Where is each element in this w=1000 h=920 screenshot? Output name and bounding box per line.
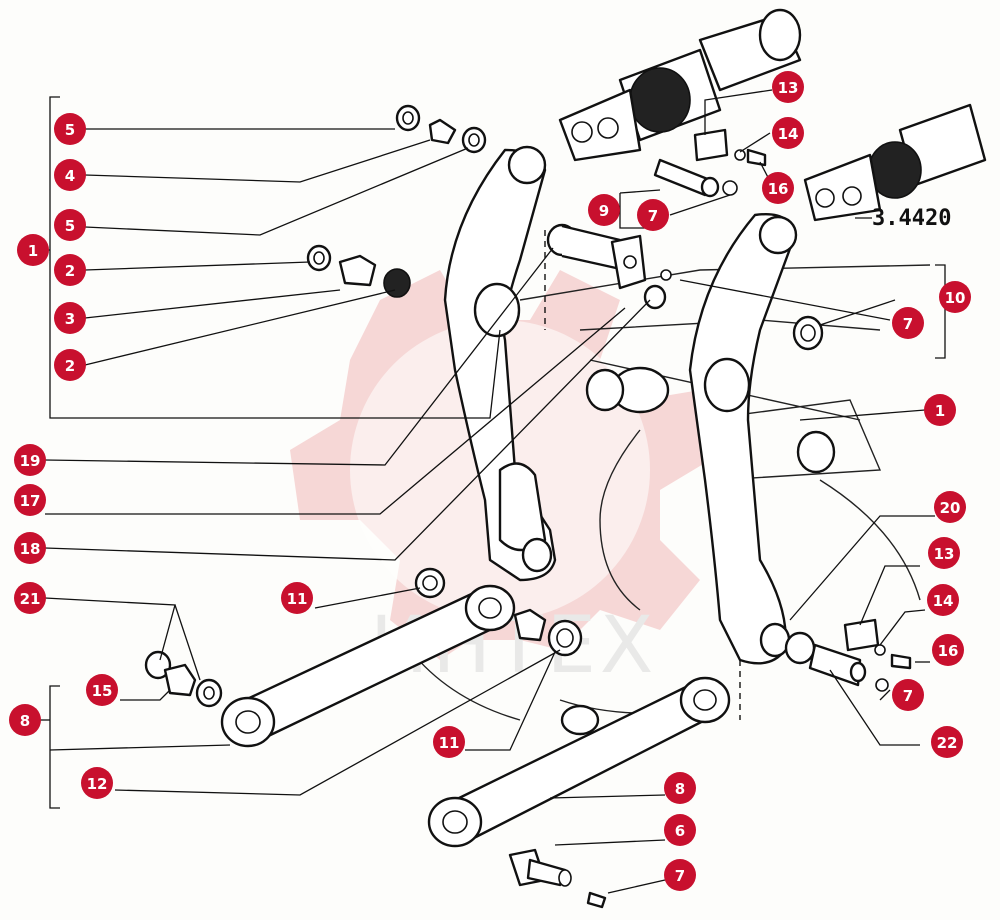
callout-label: 5 xyxy=(65,217,75,235)
callout-label: 21 xyxy=(20,590,41,608)
callout-label: 15 xyxy=(92,682,113,700)
callout-label: 13 xyxy=(778,79,799,97)
bushings-11 xyxy=(414,567,583,657)
callout-label: 7 xyxy=(675,867,685,885)
callout-label: 16 xyxy=(768,180,789,198)
callout-14: 14 xyxy=(772,117,804,149)
callout-21: 21 xyxy=(14,582,46,614)
callout-9: 9 xyxy=(588,194,620,226)
callout-16: 16 xyxy=(762,172,794,204)
callout-13: 13 xyxy=(928,537,960,569)
callout-label: 11 xyxy=(287,590,308,608)
bushing-7-right xyxy=(643,269,824,351)
callout-label: 1 xyxy=(935,402,945,420)
callout-8: 8 xyxy=(9,704,41,736)
callout-13: 13 xyxy=(772,71,804,103)
callout-label: 14 xyxy=(778,125,799,143)
callout-label: 8 xyxy=(20,712,30,730)
callout-14: 14 xyxy=(927,584,959,616)
callout-label: 3 xyxy=(65,310,75,328)
callout-label: 22 xyxy=(937,734,958,752)
hydraulic-cylinder-right xyxy=(803,103,987,222)
callout-3: 3 xyxy=(54,302,86,334)
callout-7: 7 xyxy=(664,859,696,891)
callout-22: 22 xyxy=(931,726,963,758)
callout-20: 20 xyxy=(934,491,966,523)
callout-label: 14 xyxy=(933,592,954,610)
callout-label: 19 xyxy=(20,452,41,470)
callout-2: 2 xyxy=(54,349,86,381)
callout-label: 4 xyxy=(65,167,75,185)
bushings-21 xyxy=(144,650,223,708)
reference-code: 3.4420 xyxy=(872,206,951,231)
callout-1: 1 xyxy=(924,394,956,426)
callout-label: 8 xyxy=(675,780,685,798)
pin-6-bottom xyxy=(508,848,607,909)
tie-rod-left xyxy=(220,584,516,748)
pin-22-lower xyxy=(784,618,912,692)
callout-12: 12 xyxy=(81,767,113,799)
callout-6: 6 xyxy=(664,814,696,846)
callout-label: 9 xyxy=(599,202,609,220)
callout-18: 18 xyxy=(14,532,46,564)
callout-19: 19 xyxy=(14,444,46,476)
tie-rod-right xyxy=(427,660,741,848)
callout-label: 7 xyxy=(903,687,913,705)
callout-label: 7 xyxy=(903,315,913,333)
callout-10: 10 xyxy=(939,281,971,313)
callout-15: 15 xyxy=(86,674,118,706)
lift-arm-left xyxy=(443,145,557,582)
callout-16: 16 xyxy=(932,634,964,666)
bushing-stack-upper xyxy=(306,104,487,298)
callout-label: 1 xyxy=(28,242,38,260)
callout-label: 7 xyxy=(648,207,658,225)
callout-11: 11 xyxy=(281,582,313,614)
callout-label: 20 xyxy=(940,499,961,517)
leader-lines xyxy=(35,89,946,894)
pin-assembly-10 xyxy=(544,223,647,330)
pin-9-upper xyxy=(653,128,767,198)
callout-8: 8 xyxy=(664,772,696,804)
callout-label: 2 xyxy=(65,262,75,280)
callout-label: 5 xyxy=(65,121,75,139)
callout-4: 4 xyxy=(54,159,86,191)
callout-label: 2 xyxy=(65,357,75,375)
callout-7: 7 xyxy=(892,307,924,339)
hydraulic-cylinder-upper xyxy=(558,8,802,162)
callout-label: 12 xyxy=(87,775,108,793)
callout-17: 17 xyxy=(14,484,46,516)
callout-label: 10 xyxy=(945,289,966,307)
callout-label: 11 xyxy=(439,734,460,752)
callout-2: 2 xyxy=(54,254,86,286)
callout-label: 18 xyxy=(20,540,41,558)
callout-1: 1 xyxy=(17,234,49,266)
callout-7: 7 xyxy=(637,199,669,231)
callout-5: 5 xyxy=(54,113,86,145)
callout-label: 13 xyxy=(934,545,955,563)
callout-5: 5 xyxy=(54,209,86,241)
callout-label: 6 xyxy=(675,822,685,840)
callout-label: 17 xyxy=(20,492,41,510)
callout-7: 7 xyxy=(892,679,924,711)
callout-label: 16 xyxy=(938,642,959,660)
callout-11: 11 xyxy=(433,726,465,758)
lift-arm-right xyxy=(688,213,798,665)
